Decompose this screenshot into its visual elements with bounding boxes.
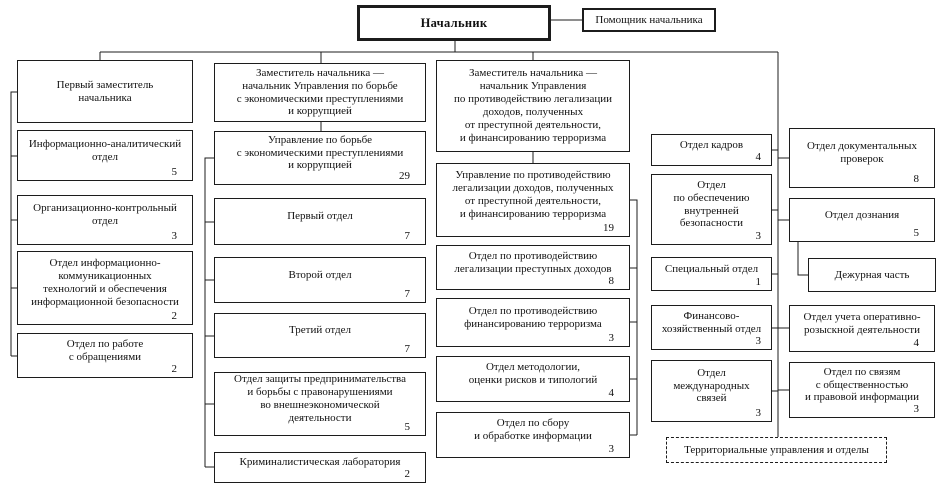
staff-count: 3 xyxy=(755,407,762,420)
staff-count: 19 xyxy=(603,222,614,235)
box-label: Третий отдел xyxy=(289,324,351,337)
box-label: Отдел дознания xyxy=(824,208,900,221)
box-label: Первый отдел xyxy=(287,210,353,223)
box-label: Специальный отдел xyxy=(664,262,759,275)
box-special-dept: Специальный отдел 1 xyxy=(651,257,772,291)
box-label: Отдел по обеспечению внутренней безопасн… xyxy=(673,178,750,230)
staff-count: 1 xyxy=(755,276,762,289)
staff-count: 4 xyxy=(608,387,615,400)
box-label: Отдел кадров xyxy=(679,138,744,151)
staff-count: 3 xyxy=(755,230,762,243)
box-label: Первый заместитель начальника xyxy=(56,78,154,104)
staff-count: 7 xyxy=(404,230,411,243)
staff-count: 7 xyxy=(404,343,411,356)
box-citizen-appeals-dept: Отдел по работе с обращениями 2 xyxy=(17,333,193,378)
box-label: Отдел методологии, оценки рисков и типол… xyxy=(468,361,598,386)
staff-count: 29 xyxy=(399,170,410,183)
box-document-audit-dept: Отдел документальных проверок 8 xyxy=(789,128,935,188)
box-business-protection-dept: Отдел защиты предпринимательства и борьб… xyxy=(214,372,426,436)
box-ctf-dept: Отдел по противодействию финансированию … xyxy=(436,298,630,347)
staff-count: 2 xyxy=(171,363,178,376)
box-label: Отдел по работе с обращениями xyxy=(66,337,144,363)
box-economic-crimes-directorate: Управление по борьбе с экономическими пр… xyxy=(214,131,426,185)
box-label: Отдел по связям с общественностью и прав… xyxy=(805,365,919,404)
staff-count: 3 xyxy=(608,332,615,345)
box-hr-dept: Отдел кадров 4 xyxy=(651,134,772,166)
box-territorial-units: Территориальные управления и отделы xyxy=(666,437,887,463)
box-deputy-aml: Заместитель начальника — начальник Управ… xyxy=(436,60,630,152)
box-label: Второй отдел xyxy=(288,268,352,281)
staff-count: 3 xyxy=(913,403,920,416)
box-second-dept: Второй отдел 7 xyxy=(214,257,426,303)
box-label: Отдел по противодействию легализации пре… xyxy=(454,249,612,275)
staff-count: 4 xyxy=(755,151,762,164)
box-internal-security-dept: Отдел по обеспечению внутренней безопасн… xyxy=(651,174,772,245)
box-label: Отдел информационно- коммуникационных те… xyxy=(31,257,179,308)
box-label: Отдел международных связей xyxy=(673,366,750,405)
box-label: Финансово- хозяйственный отдел xyxy=(661,309,762,335)
box-finance-dept: Финансово- хозяйственный отдел 3 xyxy=(651,305,772,350)
box-label: Организационно-контрольный отдел xyxy=(33,202,177,227)
box-intl-relations-dept: Отдел международных связей 3 xyxy=(651,360,772,422)
box-deputy-economic-crimes: Заместитель начальника — начальник Управ… xyxy=(214,63,426,122)
box-label: Отдел защиты предпринимательства и борьб… xyxy=(234,373,406,424)
box-label: Территориальные управления и отделы xyxy=(684,443,869,456)
staff-count: 5 xyxy=(913,227,920,240)
staff-count: 5 xyxy=(171,166,178,179)
box-label: Криминалистическая лаборатория xyxy=(239,456,401,469)
staff-count: 5 xyxy=(404,421,411,434)
box-duty-unit: Дежурная часть xyxy=(808,258,936,292)
box-forensic-lab: Криминалистическая лаборатория 2 xyxy=(214,452,426,483)
box-operational-records-dept: Отдел учета оперативно- розыскной деятел… xyxy=(789,305,935,352)
box-public-relations-dept: Отдел по связям с общественностью и прав… xyxy=(789,362,935,418)
staff-count: 2 xyxy=(404,468,411,481)
staff-count: 3 xyxy=(171,230,178,243)
box-third-dept: Третий отдел 7 xyxy=(214,313,426,358)
staff-count: 7 xyxy=(404,288,411,301)
box-label: Заместитель начальника — начальник Управ… xyxy=(453,67,613,144)
box-org-control-dept: Организационно-контрольный отдел 3 xyxy=(17,195,193,245)
box-ict-security-dept: Отдел информационно- коммуникационных те… xyxy=(17,251,193,325)
box-inquiry-dept: Отдел дознания 5 xyxy=(789,198,935,242)
box-aml-directorate: Управление по противодействию легализаци… xyxy=(436,163,630,237)
box-label: Заместитель начальника — начальник Управ… xyxy=(236,66,404,118)
staff-count: 3 xyxy=(755,335,762,348)
box-label: Дежурная часть xyxy=(834,268,910,281)
box-first-deputy: Первый заместитель начальника xyxy=(17,60,193,123)
box-info-collection-dept: Отдел по сбору и обработке информации 3 xyxy=(436,412,630,458)
box-label: Отдел учета оперативно- розыскной деятел… xyxy=(803,310,921,336)
box-aml-dept: Отдел по противодействию легализации пре… xyxy=(436,245,630,290)
staff-count: 8 xyxy=(608,275,615,288)
box-label: Отдел документальных проверок xyxy=(807,140,917,165)
box-methodology-dept: Отдел методологии, оценки рисков и типол… xyxy=(436,356,630,402)
staff-count: 2 xyxy=(171,310,178,323)
box-chief: Начальник xyxy=(357,5,551,41)
staff-count: 3 xyxy=(608,443,615,456)
box-first-dept: Первый отдел 7 xyxy=(214,198,426,245)
box-label: Управление по борьбе с экономическими пр… xyxy=(236,133,404,172)
box-label: Начальник xyxy=(420,15,488,30)
box-label: Управление по противодействию легализаци… xyxy=(452,169,614,220)
box-info-analytical-dept: Информационно-аналитический отдел 5 xyxy=(17,130,193,181)
staff-count: 4 xyxy=(913,337,920,350)
box-label: Помощник начальника xyxy=(595,13,703,26)
staff-count: 8 xyxy=(913,173,920,186)
box-label: Отдел по сбору и обработке информации xyxy=(474,417,592,442)
box-chief-assistant: Помощник начальника xyxy=(582,8,716,32)
box-label: Информационно-аналитический отдел xyxy=(28,137,182,163)
box-label: Отдел по противодействию финансированию … xyxy=(464,304,602,330)
